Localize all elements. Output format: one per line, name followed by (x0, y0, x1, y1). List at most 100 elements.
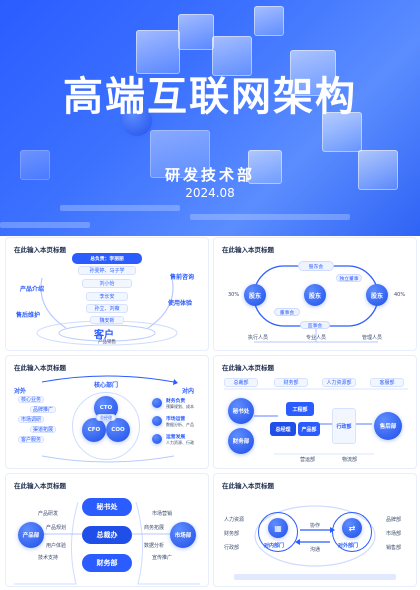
dept-node[interactable]: 秘书处 (228, 398, 254, 424)
column-title: 对外 (14, 388, 27, 395)
top-dept: 总裁部 (224, 378, 258, 387)
group-title: 市场运营 (166, 417, 186, 422)
dept-box[interactable]: 工程部 (286, 402, 314, 416)
side-item: 技术支持 (38, 555, 59, 561)
side-item: 财务部 (224, 531, 240, 537)
column-title: 核心部门 (94, 382, 119, 389)
admin-box[interactable]: 行政部 (332, 408, 356, 444)
dept-box[interactable]: 总经理 (270, 422, 296, 436)
side-item: 品牌部 (386, 517, 402, 523)
customer-label: 客户 (94, 330, 114, 341)
top-dept: 客服部 (370, 378, 404, 387)
core-center: 总经理 (96, 414, 116, 421)
funnel-row: 魏安新 (90, 316, 124, 324)
slide-title: 在此输入本页标题 (222, 246, 274, 254)
hub-connectors (14, 501, 200, 585)
decor-block (150, 130, 210, 178)
side-item: 商务拓展 (144, 525, 165, 531)
top-dept: 财务部 (274, 378, 308, 387)
foot-label: 专业人员 (306, 335, 327, 341)
column-title: 对内 (182, 388, 195, 395)
outer-item: 客户服务 (18, 436, 44, 443)
outer-item: 渠道拓展 (30, 426, 56, 433)
group-sub: 人力资源、行政 (166, 440, 194, 445)
decor-block (290, 50, 336, 96)
slide-title: 在此输入本页标题 (222, 364, 274, 372)
dept-node[interactable]: 财务部 (228, 428, 254, 454)
side-node[interactable]: 产品部 (18, 522, 44, 548)
decor-block (212, 36, 252, 76)
shareholder-node[interactable]: 股东 (244, 284, 266, 306)
slide-title: 在此输入本页标题 (14, 482, 66, 490)
slide-core-departments[interactable]: 在此输入本页标题 对外 核心部门 对内 核心业务 品牌推广 市场调研 渠道拓展 … (6, 356, 208, 468)
funnel-row: 刘小怡 (82, 279, 132, 288)
shareholder-node[interactable]: 股东 (304, 284, 326, 306)
slide-internal-external[interactable]: 在此输入本页标题 ▦ ⇄ 对内部门 对外部门 协作 沟通 人力资源 财务部 行政… (214, 474, 416, 586)
node-label: 对外部门 (338, 543, 359, 549)
slide-customer-funnel[interactable]: 在此输入本页标题 总负责：李丽丽 孙雯婷、马子学 刘小怡 李长安 孙立、刘薇 魏… (6, 238, 208, 350)
dept-node[interactable]: 售后部 (374, 412, 402, 440)
percent-label: 40% (394, 292, 406, 298)
bottom-label: 监事会 (300, 321, 330, 329)
decor-block (248, 150, 282, 184)
hub-bottom[interactable]: 财务部 (82, 554, 132, 572)
group-icon (152, 416, 162, 426)
outer-item: 市场调研 (18, 416, 44, 423)
right-label: 使用体验 (168, 300, 193, 307)
group-title: 运营发展 (166, 435, 186, 440)
cover-department: 研发技术部 (164, 166, 255, 184)
cover-date: 2024.08 (185, 186, 235, 200)
org-flow-lines (224, 388, 408, 455)
internal-icon: ▦ (268, 518, 288, 538)
decor-sphere (122, 106, 152, 136)
side-item: 市场部 (386, 531, 402, 537)
core-arrows (41, 375, 178, 463)
slide-org-flow[interactable]: 在此输入本页标题 总裁部 财务部 人力资源部 客服部 秘书处 财务部 工程部 总… (214, 356, 416, 468)
foot-label: 执行人员 (248, 335, 269, 341)
side-item: 产品规划 (46, 525, 67, 531)
percent-label: 30% (228, 292, 240, 298)
decor-block (254, 6, 284, 36)
core-ring (72, 392, 140, 460)
hub-mid[interactable]: 总裁办 (82, 526, 132, 544)
cover-title: 高端互联网架构 (63, 74, 357, 120)
decor-block (20, 150, 50, 180)
decor-block (358, 150, 398, 190)
core-node[interactable]: CFO (82, 418, 106, 442)
slide-shareholder-structure[interactable]: 在此输入本页标题 股东会 股东 股东 股东 30% 40% 独立董事 董事会 监… (214, 238, 416, 350)
side-item: 数据分析 (144, 543, 165, 549)
group-sub: 预算规划、成本 (166, 404, 194, 409)
decor-plate (190, 214, 350, 220)
shareholder-node[interactable]: 股东 (366, 284, 388, 306)
group-title: 财务负责 (166, 399, 186, 404)
slide-title: 在此输入本页标题 (14, 364, 66, 372)
funnel-head: 总负责：李丽丽 (72, 253, 142, 264)
left-label: 售后维护 (16, 312, 41, 319)
side-node[interactable]: 市场部 (170, 522, 196, 548)
group-sub: 数据分析、产品 (166, 422, 194, 427)
decor-plate (60, 205, 180, 211)
left-label: 产品介绍 (20, 286, 45, 293)
core-node[interactable]: COO (106, 418, 130, 442)
customer-sublabel: 产品销售 (98, 340, 116, 345)
decor-plate (0, 222, 90, 228)
side-item: 市场营销 (152, 511, 173, 517)
top-dept: 人力资源部 (322, 378, 356, 387)
side-item: 人力资源 (224, 517, 245, 523)
right-label: 售前咨询 (170, 274, 195, 281)
side-item: 宣传推广 (152, 555, 173, 561)
external-icon: ⇄ (342, 518, 362, 538)
slide-title: 在此输入本页标题 (14, 246, 66, 254)
dept-box[interactable]: 产品部 (298, 422, 320, 436)
exchange-ring (234, 505, 396, 580)
group-icon (152, 434, 162, 444)
funnel-row: 李长安 (86, 292, 128, 301)
cover-banner: 高端互联网架构 研发技术部 2024.08 (0, 0, 420, 236)
side-item: 用户体验 (46, 543, 67, 549)
slide-title: 在此输入本页标题 (222, 482, 274, 490)
side-item: 销售部 (386, 545, 402, 551)
hub-top[interactable]: 秘书处 (82, 498, 132, 516)
slide-central-hub[interactable]: 在此输入本页标题 秘书处 总裁办 财务部 产品部 市场部 产品研发 产品规划 用… (6, 474, 208, 586)
side-item: 产品研发 (38, 511, 59, 517)
outer-item: 品牌推广 (30, 406, 56, 413)
